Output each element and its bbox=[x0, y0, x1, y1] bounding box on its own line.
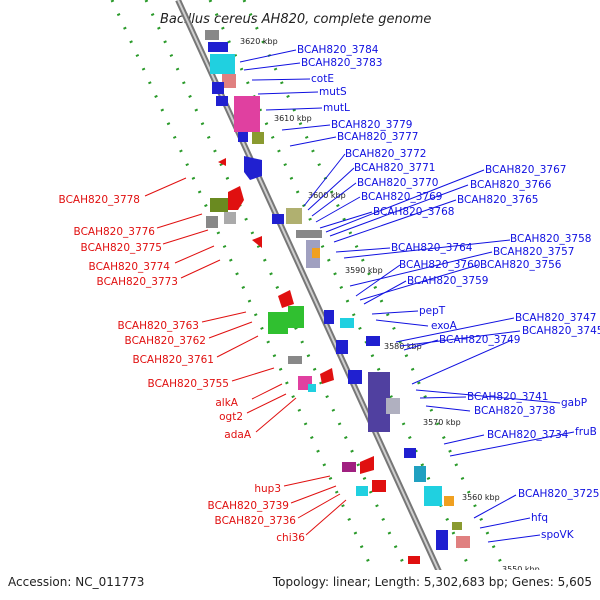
gene-label[interactable]: hup3 bbox=[254, 483, 281, 495]
gene-label[interactable]: gabP bbox=[561, 397, 587, 409]
gene-label[interactable]: BCAH820_3783 bbox=[301, 57, 382, 69]
tick-3550: 3550 kbp bbox=[502, 565, 540, 574]
gene-label[interactable]: hfq bbox=[531, 512, 548, 524]
gene-label[interactable]: chi36 bbox=[276, 532, 305, 544]
gene-label[interactable]: BCAH820_3778 bbox=[59, 194, 140, 206]
gene-label[interactable]: mutL bbox=[323, 102, 350, 114]
gene-label[interactable]: BCAH820_3764 bbox=[391, 242, 473, 254]
gene-label[interactable]: BCAH820_3774 bbox=[89, 261, 171, 273]
gene-label[interactable]: cotE bbox=[311, 73, 334, 85]
gene-label[interactable]: BCAH820_3757 bbox=[493, 246, 574, 258]
gene-label[interactable]: BCAH820_3771 bbox=[354, 162, 435, 174]
gene-label[interactable]: BCAH820_3738 bbox=[474, 405, 555, 417]
plus-strand-features bbox=[205, 30, 504, 600]
tick-3570: 3570 kbp bbox=[423, 418, 461, 427]
gene-label[interactable]: BCAH820_3773 bbox=[97, 276, 178, 288]
gene-label[interactable]: BCAH820_3756 bbox=[480, 259, 562, 271]
gene-label[interactable]: BCAH820_3755 bbox=[148, 378, 229, 390]
gene-label[interactable]: spoVK bbox=[541, 529, 575, 541]
gene-label[interactable]: BCAH820_3736 bbox=[215, 515, 297, 527]
gene-label[interactable]: alkA bbox=[215, 397, 238, 409]
tick-3610: 3610 kbp bbox=[274, 114, 312, 123]
map-title: Bacillus cereus AH820, complete genome bbox=[160, 12, 431, 27]
gene-label[interactable]: mutS bbox=[319, 86, 347, 98]
gene-label[interactable]: ogt2 bbox=[219, 411, 243, 423]
gene-label[interactable]: BCAH820_3784 bbox=[297, 44, 379, 56]
gene-label[interactable]: BCAH820_3725 bbox=[518, 488, 599, 500]
gene-label[interactable]: BCAH820_3745 bbox=[522, 325, 600, 337]
tick-3560: 3560 kbp bbox=[462, 493, 500, 502]
gene-label[interactable]: BCAH820_3766 bbox=[470, 179, 552, 191]
gene-label[interactable]: BCAH820_3779 bbox=[331, 119, 412, 131]
gene-label[interactable]: BCAH820_3776 bbox=[74, 226, 156, 238]
gene-label[interactable]: BCAH820_3762 bbox=[125, 335, 206, 347]
tick-3580: 3580 kbp bbox=[384, 342, 422, 351]
footer-bar bbox=[0, 570, 600, 600]
gene-label[interactable]: BCAH820_3761 bbox=[133, 354, 214, 366]
gene-label[interactable]: BCAH820_3770 bbox=[357, 177, 438, 189]
gene-label[interactable]: BCAH820_3763 bbox=[118, 320, 199, 332]
gene-label[interactable]: fruB bbox=[575, 426, 597, 438]
tick-3620: 3620 kbp bbox=[240, 37, 278, 46]
gene-label[interactable]: BCAH820_3767 bbox=[485, 164, 566, 176]
right-connectors bbox=[239, 49, 575, 543]
left-label-group: BCAH820_3778 BCAH820_3776 BCAH820_3775 B… bbox=[59, 194, 306, 544]
gene-label[interactable]: BCAH820_3734 bbox=[487, 429, 569, 441]
genome-stats-text: Topology: linear; Length: 5,302,683 bp; … bbox=[272, 575, 592, 589]
gene-label[interactable]: BCAH820_3775 bbox=[81, 242, 162, 254]
gene-label[interactable]: BCAH820_3765 bbox=[457, 194, 538, 206]
minus-strand-features bbox=[206, 158, 436, 600]
tick-3590: 3590 kbp bbox=[345, 266, 383, 275]
gene-label[interactable]: BCAH820_3759 bbox=[407, 275, 488, 287]
gene-label[interactable]: pepT bbox=[419, 305, 446, 317]
gene-label[interactable]: BCAH820_3760 bbox=[399, 259, 480, 271]
gene-label[interactable]: BCAH820_3749 bbox=[439, 334, 520, 346]
gene-label[interactable]: exoA bbox=[431, 320, 458, 332]
gene-label[interactable]: BCAH820_3739 bbox=[208, 500, 289, 512]
gene-label[interactable]: BCAH820_3758 bbox=[510, 233, 591, 245]
right-label-group: BCAH820_3784 BCAH820_3783 cotE mutS mutL… bbox=[297, 44, 600, 541]
left-connectors bbox=[144, 177, 347, 536]
accession-text: Accession: NC_011773 bbox=[8, 575, 144, 589]
gene-label[interactable]: BCAH820_3747 bbox=[515, 312, 596, 324]
gene-label[interactable]: BCAH820_3741 bbox=[467, 391, 548, 403]
gene-label[interactable]: BCAH820_3772 bbox=[345, 148, 426, 160]
gene-label[interactable]: adaA bbox=[224, 429, 252, 441]
gene-label[interactable]: BCAH820_3777 bbox=[337, 131, 418, 143]
gene-label[interactable]: BCAH820_3768 bbox=[373, 206, 454, 218]
tick-3600: 3600 kbp bbox=[308, 191, 346, 200]
gene-label[interactable]: BCAH820_3769 bbox=[361, 191, 442, 203]
